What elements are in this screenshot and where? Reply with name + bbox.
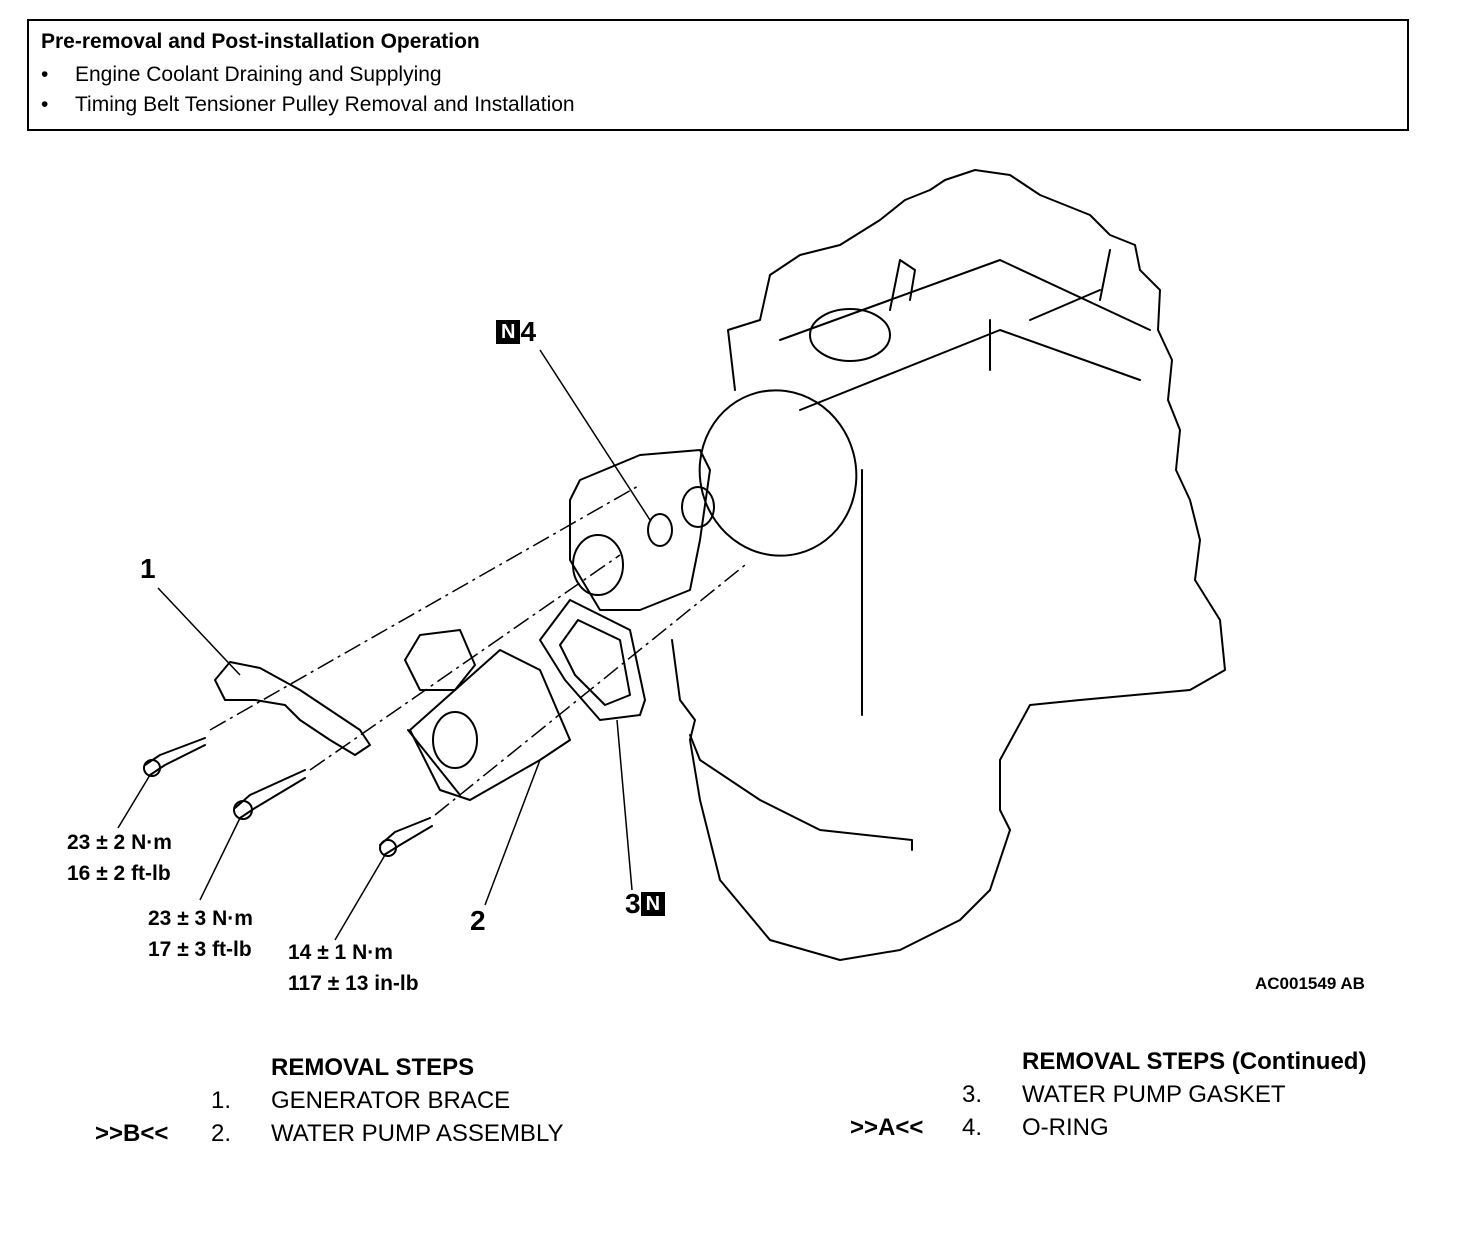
bolt-2 — [234, 769, 306, 819]
figure-code: AC001549 AB — [1255, 974, 1365, 993]
pre-operation-title: Pre-removal and Post-installation Operat… — [41, 30, 480, 53]
step-number: 2. — [211, 1120, 232, 1147]
pre-operation-item-text: Engine Coolant Draining and Supplying — [75, 63, 442, 86]
water-pump-assembly-drawing — [404, 629, 571, 801]
leader-line-4 — [539, 349, 651, 521]
engine-block-outline — [671, 169, 1226, 961]
leader-line-torque-1 — [117, 774, 151, 829]
step-number: 1. — [211, 1087, 232, 1114]
torque-metric: 23 ± 3 N·m — [148, 907, 253, 930]
leader-line-1 — [157, 587, 241, 676]
step-number: 3. — [962, 1081, 983, 1108]
torque-metric: 14 ± 1 N·m — [288, 941, 393, 964]
torque-spec: 23 ± 2 N·m 16 ± 2 ft-lb — [67, 827, 172, 889]
pre-operation-item: • Timing Belt Tensioner Pulley Removal an… — [41, 90, 575, 120]
removal-step-row: >>A<< 4. O-RING — [850, 1111, 1450, 1144]
torque-spec: 14 ± 1 N·m 117 ± 13 in-lb — [288, 937, 419, 999]
torque-imperial: 16 ± 2 ft-lb — [67, 862, 171, 885]
step-text: WATER PUMP GASKET — [1022, 1081, 1286, 1108]
removal-step-row: 1. GENERATOR BRACE — [95, 1084, 655, 1117]
pre-operation-item-text: Timing Belt Tensioner Pulley Removal and… — [75, 93, 575, 116]
leader-line-torque-3 — [334, 854, 386, 941]
reference-mark: >>B<< — [95, 1120, 169, 1147]
o-ring — [647, 513, 673, 547]
step-number: 4. — [962, 1114, 983, 1141]
oil-filler-cap — [809, 308, 891, 362]
water-pump-gasket — [539, 599, 646, 721]
new-part-badge: N — [640, 892, 666, 916]
torque-imperial: 117 ± 13 in-lb — [288, 972, 419, 995]
front-pulley — [698, 389, 858, 557]
pre-operation-list: • Engine Coolant Draining and Supplying •… — [41, 60, 575, 120]
removal-steps-left: REMOVAL STEPS 1. GENERATOR BRACE >>B<< 2… — [95, 1051, 655, 1150]
bullet-icon: • — [41, 93, 49, 116]
coolant-pipe — [681, 486, 715, 528]
removal-steps-header: REMOVAL STEPS (Continued) — [1022, 1048, 1367, 1075]
reference-mark: >>A<< — [850, 1114, 924, 1141]
leader-line-2 — [484, 759, 541, 906]
bullet-icon: • — [41, 63, 49, 86]
leader-line-3 — [616, 719, 633, 891]
callout-3-number: 3 — [625, 888, 641, 919]
callout-2: 2 — [470, 905, 486, 936]
torque-metric: 23 ± 2 N·m — [67, 831, 172, 854]
removal-steps-header: REMOVAL STEPS — [271, 1054, 475, 1081]
step-text: WATER PUMP ASSEMBLY — [271, 1120, 564, 1147]
callout-1: 1 — [140, 553, 156, 584]
step-text: GENERATOR BRACE — [271, 1087, 511, 1114]
bolt-1 — [144, 737, 206, 776]
torque-imperial: 17 ± 3 ft-lb — [148, 938, 252, 961]
pre-operation-item: • Engine Coolant Draining and Supplying — [41, 60, 575, 90]
removal-step-row: >>B<< 2. WATER PUMP ASSEMBLY — [95, 1117, 655, 1150]
callout-4-number: 4 — [520, 316, 537, 347]
pre-operation-box: Pre-removal and Post-installation Operat… — [27, 19, 1409, 131]
leader-line-torque-2 — [199, 817, 241, 901]
removal-steps-right: REMOVAL STEPS (Continued) 3. WATER PUMP … — [850, 1045, 1450, 1144]
pump-housing-on-block — [569, 449, 711, 611]
generator-brace-drawing — [214, 661, 371, 756]
new-part-badge: N — [496, 320, 521, 344]
step-text: O-RING — [1022, 1114, 1109, 1141]
removal-step-row: 3. WATER PUMP GASKET — [850, 1078, 1450, 1111]
torque-spec: 23 ± 3 N·m 17 ± 3 ft-lb — [148, 903, 253, 965]
bolt-3 — [379, 817, 433, 856]
